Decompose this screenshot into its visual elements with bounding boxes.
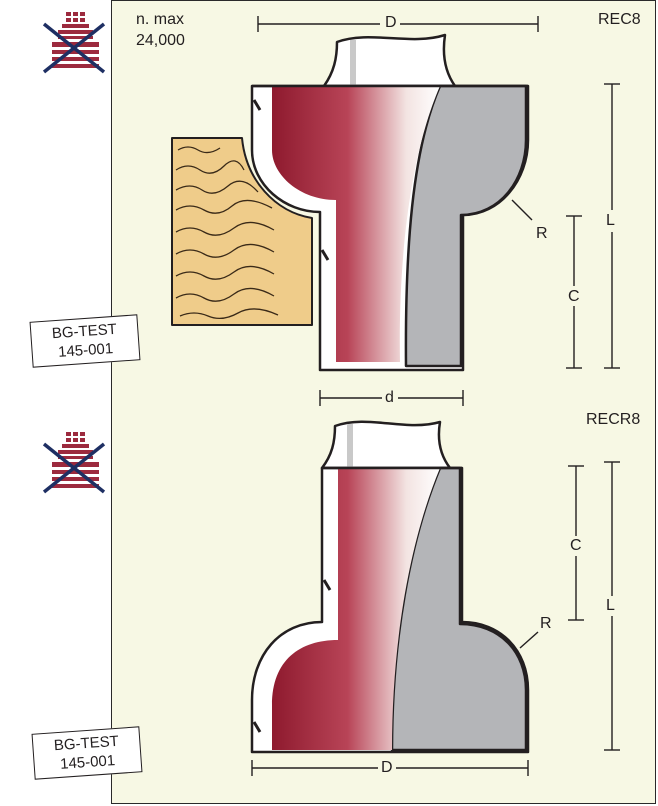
rpm-value: 24,000 — [136, 32, 185, 49]
rec8-dim-c-label: C — [568, 288, 580, 305]
recr8-dim-d-label: D — [381, 759, 393, 776]
recr8-dim-r-label: R — [540, 615, 552, 632]
rec8-dim-d-label: D — [385, 14, 397, 31]
rec8-code: REC8 — [598, 11, 641, 28]
bg-test-stamp-bottom: BG-TEST 145-001 — [31, 726, 143, 780]
rec8-dim-l-label: L — [606, 212, 615, 229]
rec8-dim-small-d-label: d — [385, 389, 394, 406]
recr8-dim-l-label: L — [606, 597, 615, 614]
rec8-dimensions — [257, 16, 620, 406]
no-hand-feed-icon-2 — [42, 432, 106, 494]
rec8-bit-drawing — [171, 33, 530, 372]
bg-test-line2: 145-001 — [59, 752, 116, 773]
recr8-dimensions — [251, 461, 620, 776]
rpm-label: n. max — [136, 11, 185, 28]
recr8-bit-drawing — [250, 420, 530, 754]
bg-test-stamp-top: BG-TEST 145-001 — [29, 314, 141, 368]
bg-test-line2: 145-001 — [57, 340, 114, 361]
no-hand-feed-icon — [42, 12, 106, 74]
recr8-dim-c-label: C — [570, 537, 582, 554]
rec8-dim-r-label: R — [536, 225, 548, 242]
recr8-code: RECR8 — [586, 411, 641, 428]
